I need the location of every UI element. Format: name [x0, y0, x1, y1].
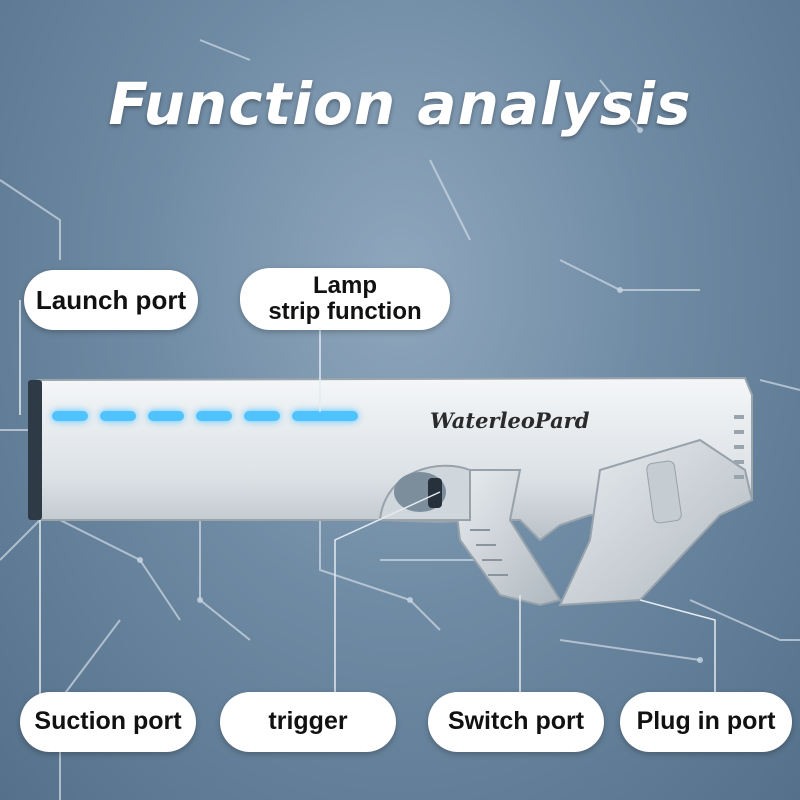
lamp-segment — [196, 411, 232, 421]
gun-stock — [558, 438, 754, 607]
label-trigger: trigger — [220, 692, 396, 752]
lamp-segment — [244, 411, 280, 421]
lamp-strip — [52, 411, 358, 421]
lamp-segment — [148, 411, 184, 421]
lamp-segment — [52, 411, 88, 421]
label-launch-port: Launch port — [24, 270, 198, 330]
label-plug-in-port: Plug in port — [620, 692, 792, 752]
lamp-segment — [292, 411, 358, 421]
label-suction-port: Suction port — [20, 692, 196, 752]
brand-text: WaterleoPard — [430, 408, 590, 433]
launch-port-nozzle — [28, 380, 42, 520]
trigger — [428, 478, 442, 508]
label-switch-port: Switch port — [428, 692, 604, 752]
page-title: Function analysis — [108, 70, 692, 138]
lamp-segment — [100, 411, 136, 421]
